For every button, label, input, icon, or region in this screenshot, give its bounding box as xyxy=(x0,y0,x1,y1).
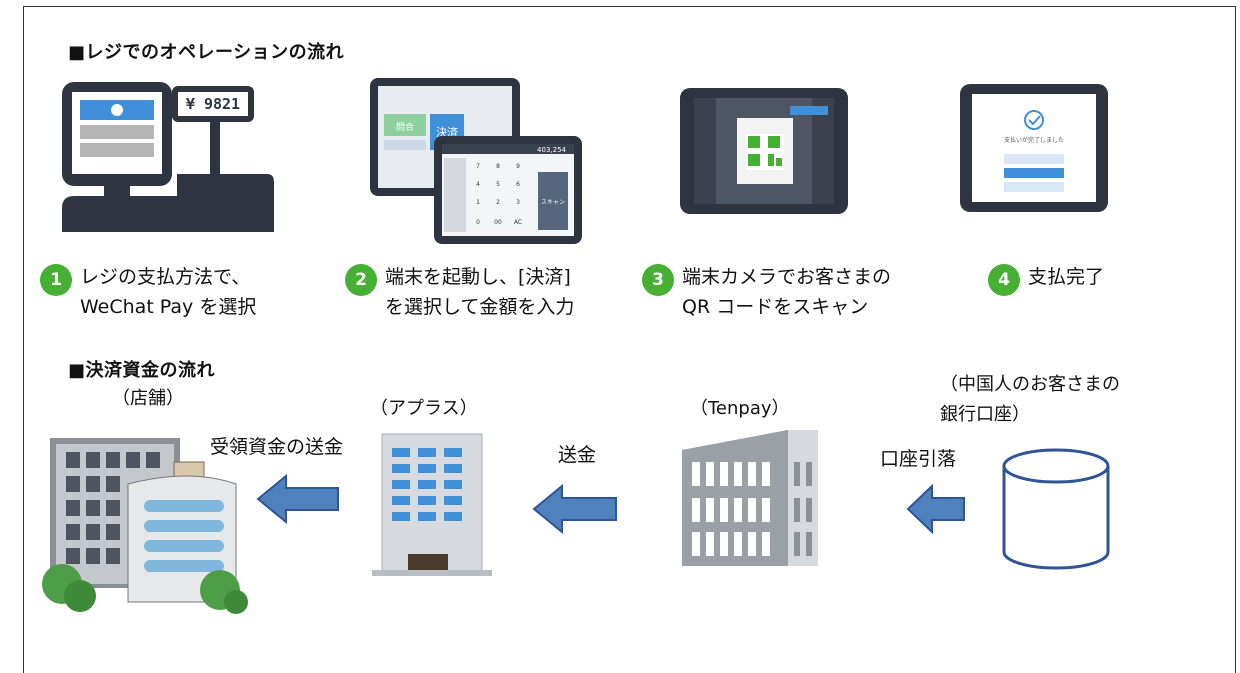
pad-key: 7 xyxy=(476,163,480,170)
complete-message: 支払いが完了しました xyxy=(1004,136,1064,144)
aplus-building-icon xyxy=(372,430,492,580)
pad-key: 6 xyxy=(516,181,520,188)
pad-key: 1 xyxy=(476,199,480,206)
step-1: 1 レジの支払方法で、 WeChat Pay を選択 xyxy=(40,262,256,322)
step-number-badge: 1 xyxy=(40,264,72,296)
aplus-label: （アプラス） xyxy=(370,398,478,419)
customer-label: （中国人のお客さまの 銀行口座） xyxy=(940,374,1120,425)
operation-heading: ■レジでのオペレーションの流れ xyxy=(68,42,345,63)
step-2: 2 端末を起動し、[決済] を選択して金額を入力 xyxy=(345,262,574,322)
step-4: 4 支払完了 xyxy=(988,262,1104,296)
payment-complete-illustration: 支払いが完了しました xyxy=(960,84,1110,214)
pad-key: AC xyxy=(514,219,522,226)
arrow-left-icon xyxy=(256,474,340,524)
step-number-badge: 3 xyxy=(642,264,674,296)
pad-key: 4 xyxy=(476,181,480,188)
flow-label-to-store: 受領資金の送金 xyxy=(210,436,344,458)
tablet-illustration: 問合 決済 403,254 7 8 9 4 5 6 1 2 3 0 00 AC … xyxy=(366,78,586,248)
store-building-icon xyxy=(40,424,250,614)
pad-scan: スキャン xyxy=(541,199,565,206)
step-3: 3 端末カメラでお客さまの QR コードをスキャン xyxy=(642,262,891,322)
step-1-text: レジの支払方法で、 WeChat Pay を選択 xyxy=(80,266,257,318)
store-label: （店舗） xyxy=(112,388,184,409)
tablet-menu-2: 決済 xyxy=(436,125,458,139)
flow-label-to-aplus: 送金 xyxy=(558,444,597,466)
pad-key: 00 xyxy=(494,219,502,226)
diagram-frame xyxy=(23,6,1236,673)
funds-heading: ■決済資金の流れ xyxy=(68,360,216,381)
pad-key: 9 xyxy=(516,163,520,170)
tablet-menu-1: 問合 xyxy=(396,121,414,133)
pad-key: 0 xyxy=(476,219,480,226)
step-number-badge: 4 xyxy=(988,264,1020,296)
flow-label-debit: 口座引落 xyxy=(880,448,957,470)
step-3-text: 端末カメラでお客さまの QR コードをスキャン xyxy=(682,266,892,318)
pad-key: 8 xyxy=(496,163,500,170)
pad-amount: 403,254 xyxy=(537,146,566,154)
step-number-badge: 2 xyxy=(345,264,377,296)
tenpay-building-icon xyxy=(668,426,828,576)
arrow-left-icon xyxy=(906,484,966,534)
qr-scan-illustration xyxy=(680,88,850,218)
pad-key: 3 xyxy=(516,199,520,206)
pad-key: 2 xyxy=(496,199,500,206)
arrow-left-icon xyxy=(532,484,618,534)
step-2-text: 端末を起動し、[決済] を選択して金額を入力 xyxy=(385,266,575,318)
register-price: ¥ 9821 xyxy=(186,95,240,113)
bank-account-cylinder-icon xyxy=(998,448,1114,572)
pad-key: 5 xyxy=(496,181,500,188)
cash-register-illustration: ¥ 9821 xyxy=(52,78,282,238)
tenpay-label: （Tenpay） xyxy=(690,398,790,419)
step-4-text: 支払完了 xyxy=(1028,266,1105,288)
